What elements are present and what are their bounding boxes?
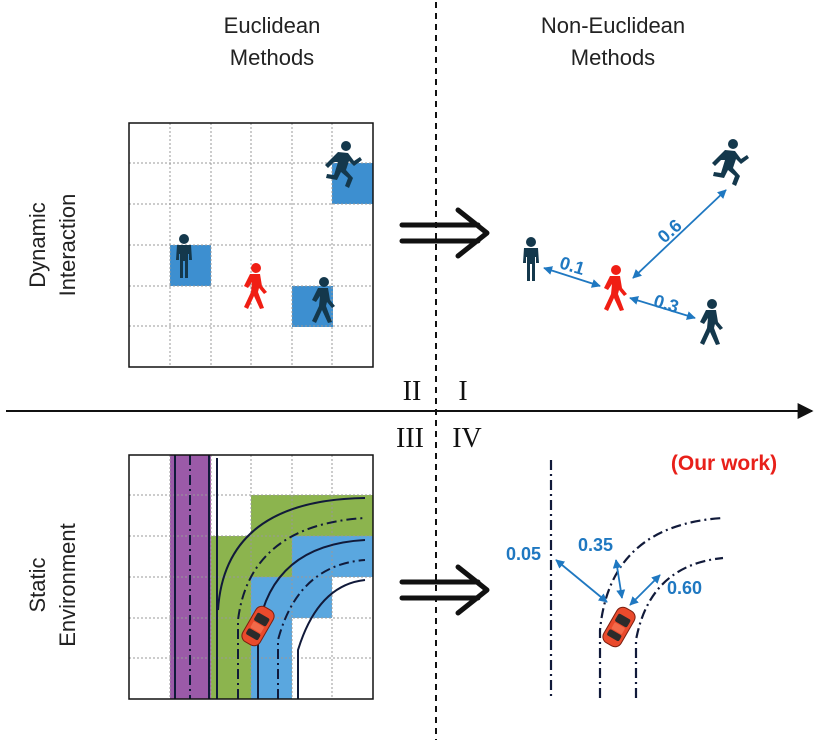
distance-label-right-lane: 0.60 xyxy=(667,578,702,598)
static-euclidean-grid xyxy=(128,454,374,700)
distance-arrow-middle-lane xyxy=(612,559,626,599)
our-work-label: (Our work) xyxy=(671,452,777,475)
dynamic-label-line2: Interaction xyxy=(55,194,80,297)
walking-person-icon xyxy=(700,299,723,345)
car-icon xyxy=(599,604,639,650)
distance-arrow-left xyxy=(543,266,601,288)
dynamic-non-euclidean: 0.1 0.6 0.3 xyxy=(523,139,749,345)
distance-label-left: 0.1 xyxy=(557,253,587,279)
distance-arrow-right-lane xyxy=(629,574,661,606)
standing-person-icon xyxy=(523,237,539,281)
quadrant-i-label: I xyxy=(458,376,467,407)
non-euclidean-header-line2: Methods xyxy=(571,45,655,70)
distance-label-runner: 0.6 xyxy=(654,215,686,247)
euclidean-header-line1: Euclidean xyxy=(224,13,321,38)
distance-label-left-lane: 0.05 xyxy=(506,544,541,564)
static-label-line2: Environment xyxy=(55,523,80,647)
distance-arrow-runner xyxy=(632,189,727,279)
dynamic-euclidean-grid xyxy=(128,122,374,368)
quadrant-iv-label: IV xyxy=(452,423,482,454)
distance-arrow-left-lane xyxy=(555,559,608,603)
euclidean-header-line2: Methods xyxy=(230,45,314,70)
dynamic-label-line1: Dynamic xyxy=(25,202,50,288)
double-arrow-top xyxy=(399,207,490,259)
double-arrow-bottom xyxy=(399,564,490,616)
static-non-euclidean: (Our work) 0.05 0.35 0.60 xyxy=(506,452,777,698)
distance-arrow-walker xyxy=(629,296,696,320)
static-label-line1: Static xyxy=(25,557,50,612)
lane-cell-green xyxy=(251,495,373,536)
distance-label-middle-lane: 0.35 xyxy=(578,535,613,555)
quadrant-ii-label: II xyxy=(403,376,422,407)
walking-person-ego-icon xyxy=(604,265,627,311)
quadrant-iii-label: III xyxy=(396,423,424,454)
non-euclidean-header-line1: Non-Euclidean xyxy=(541,13,685,38)
running-person-icon xyxy=(712,139,749,186)
